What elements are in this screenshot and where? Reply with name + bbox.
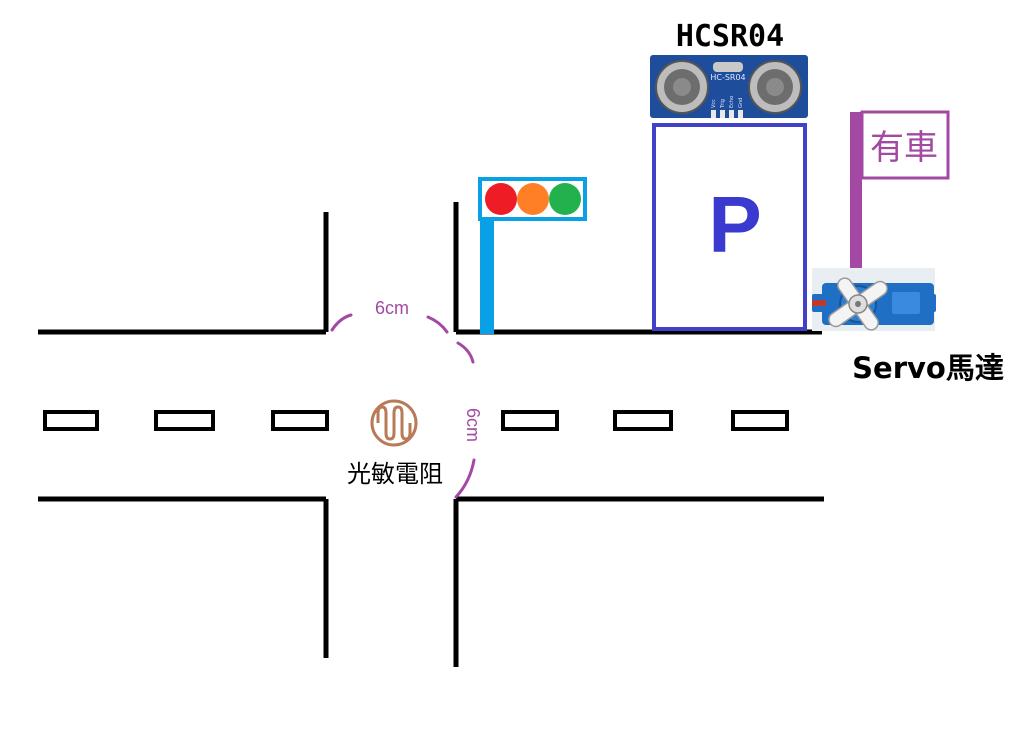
sensor-pin xyxy=(720,110,725,118)
distance-side-label: 6cm xyxy=(463,408,483,442)
flag-text: 有車 xyxy=(870,128,938,168)
lane-dash xyxy=(731,410,789,431)
occupied-flag: 有車 xyxy=(850,110,950,270)
orange-light-icon xyxy=(517,183,549,215)
lane-dash xyxy=(613,410,673,431)
photoresistor-icon xyxy=(370,399,418,447)
lane-dash xyxy=(43,410,99,431)
servo-motor xyxy=(812,268,936,331)
sensor-transducer-left-core xyxy=(673,78,691,96)
parking-letter: P xyxy=(708,180,761,269)
lane-dash xyxy=(501,410,559,431)
sensor-pin-label: Trig xyxy=(720,99,726,109)
road-edges xyxy=(38,202,824,667)
parking-space: P xyxy=(652,123,807,331)
distance-arc-side-bottom xyxy=(454,458,476,499)
sensor-pins xyxy=(711,110,743,118)
red-light-icon xyxy=(485,183,517,215)
green-light-icon xyxy=(549,183,581,215)
servo-wire xyxy=(812,300,826,306)
distance-arc-top-left xyxy=(330,313,353,332)
servo-horn-icon xyxy=(828,277,888,331)
parking-box xyxy=(652,123,807,331)
distance-annotations xyxy=(330,313,476,499)
sensor-pin xyxy=(711,110,716,118)
distance-arc-side-top xyxy=(456,341,475,364)
sensor-transducer-right-core xyxy=(766,78,784,96)
lane-dash xyxy=(271,410,329,431)
flag-pole xyxy=(850,112,862,270)
sensor-pin xyxy=(729,110,734,118)
servo-label: Servo馬達 xyxy=(852,351,1004,385)
ultrasonic-sensor: HCSR04 HC-SR04 Vcc Trig Echo Gnd xyxy=(650,19,808,118)
servo-label-plate xyxy=(892,292,920,314)
sensor-crystal xyxy=(713,62,743,72)
distance-arc-top-right xyxy=(426,315,449,334)
lane-markings xyxy=(43,410,789,431)
sensor-pin xyxy=(738,110,743,118)
servo-tab-right xyxy=(922,294,936,312)
flag-panel xyxy=(860,110,950,180)
lane-dash xyxy=(154,410,215,431)
traffic-light xyxy=(478,177,587,334)
sensor-pin-label: Vcc xyxy=(711,99,717,108)
distance-top-label: 6cm xyxy=(375,298,409,318)
sensor-pin-label: Echo xyxy=(729,96,735,108)
sensor-label: HCSR04 xyxy=(676,19,784,54)
photoresistor-label: 光敏電阻 xyxy=(347,460,443,488)
sensor-board-text: HC-SR04 xyxy=(710,73,745,82)
sensor-pin-label: Gnd xyxy=(738,98,744,108)
